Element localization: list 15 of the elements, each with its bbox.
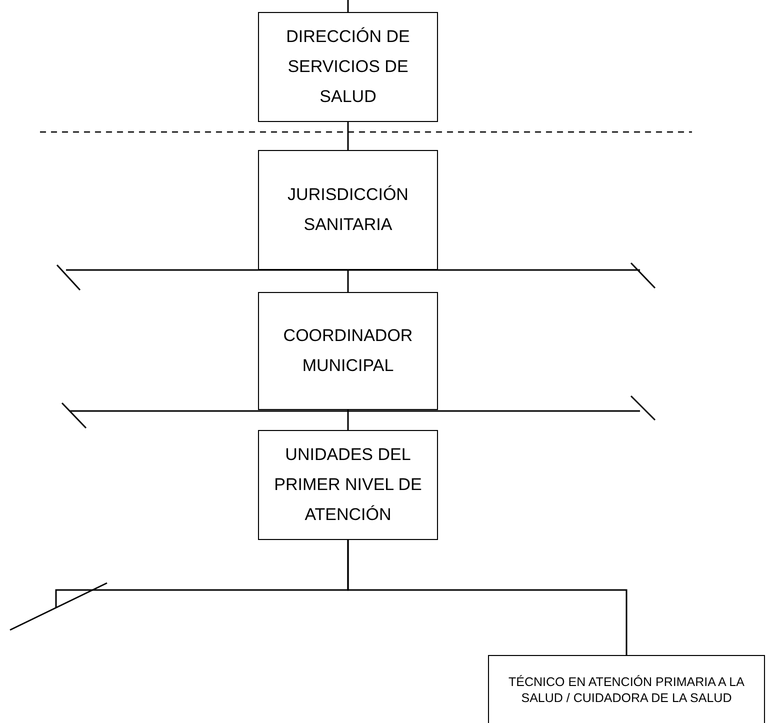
- connector-line: [55, 540, 349, 608]
- connector-line: [347, 410, 349, 430]
- org-box: [258, 12, 438, 122]
- connector-line: [347, 270, 349, 292]
- box-label: TÉCNICO EN ATENCIÓN PRIMARIA A LA SALUD / CUIDADORA DE LA SALUD: [508, 674, 746, 706]
- connector-line: [347, 122, 349, 150]
- org-box: [258, 292, 438, 410]
- connector-line: [347, 0, 349, 12]
- org-box: [258, 430, 438, 540]
- box-label: UNIDADES DEL PRIMER NIVEL DE ATENCIÓN: [273, 444, 423, 526]
- box-label: COORDINADOR MUNICIPAL: [282, 325, 414, 377]
- org-box: [488, 655, 765, 723]
- box-label: JURISDICCIÓN SANITARIA: [286, 184, 410, 236]
- box-label: DIRECCIÓN DE SERVICIOS DE SALUD: [285, 26, 411, 108]
- org-box: [258, 150, 438, 270]
